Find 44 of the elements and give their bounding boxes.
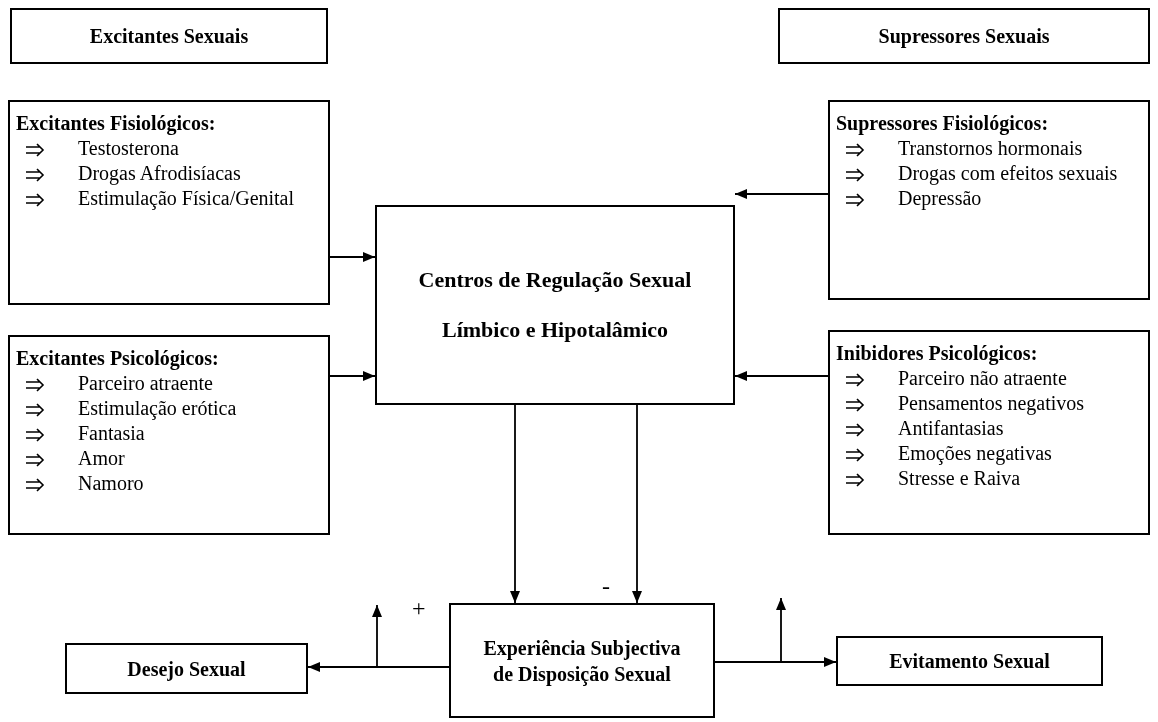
box-label: Experiência Subjectiva de Disposição Sexual bbox=[482, 635, 682, 687]
list-item: Estimulação Física/Genital bbox=[78, 186, 296, 211]
box-heading: Supressores Fisiológicos: bbox=[836, 111, 1050, 136]
box-label: Excitantes Sexuais bbox=[89, 24, 249, 48]
arrow bbox=[734, 371, 829, 381]
list-item: Estimulação erótica bbox=[78, 396, 238, 421]
box-heading: Inibidores Psicológicos: bbox=[836, 341, 1039, 366]
box-label: Supressores Sexuais bbox=[878, 24, 1050, 48]
list-item: Drogas Afrodisíacas bbox=[78, 161, 242, 186]
list-item: Stresse e Raiva bbox=[898, 466, 1022, 491]
process-box bbox=[375, 205, 735, 405]
list-item: Parceiro não atraente bbox=[898, 366, 1068, 391]
list-item: Namoro bbox=[78, 471, 145, 496]
arrow bbox=[632, 404, 642, 604]
list-item: Pensamentos negativos bbox=[898, 391, 1086, 416]
process-box bbox=[836, 636, 1103, 686]
arrow bbox=[510, 404, 520, 604]
list-item: Fantasia bbox=[78, 421, 146, 446]
box-label: Evitamento Sexual bbox=[889, 649, 1050, 673]
arrow bbox=[372, 604, 450, 668]
list-item: Antifantasias bbox=[898, 416, 1005, 441]
process-box bbox=[10, 8, 328, 64]
list-item: Amor bbox=[78, 446, 126, 471]
arrow bbox=[734, 189, 829, 199]
process-box bbox=[65, 643, 308, 694]
box-heading: Excitantes Psicológicos: bbox=[16, 346, 220, 371]
process-box bbox=[778, 8, 1150, 64]
list-box bbox=[828, 100, 1150, 300]
list-item: Transtornos hormonais bbox=[898, 136, 1084, 161]
list-item: Emoções negativas bbox=[898, 441, 1053, 466]
process-box bbox=[449, 603, 715, 718]
list-box bbox=[8, 335, 330, 535]
arrow bbox=[714, 597, 786, 663]
list-box bbox=[8, 100, 330, 305]
box-label: Desejo Sexual bbox=[127, 656, 246, 681]
arrow bbox=[329, 252, 376, 262]
list-box bbox=[828, 330, 1150, 535]
box-label: Centros de Regulação Sexual Límbico e Hipotalâmico bbox=[417, 266, 693, 344]
list-item: Drogas com efeitos sexuais bbox=[898, 161, 1119, 186]
list-item: Parceiro atraente bbox=[78, 371, 214, 396]
list-item: Depressão bbox=[898, 186, 983, 211]
box-heading: Excitantes Fisiológicos: bbox=[16, 111, 217, 136]
list-item: Testosterona bbox=[78, 136, 180, 161]
arrow bbox=[329, 371, 376, 381]
